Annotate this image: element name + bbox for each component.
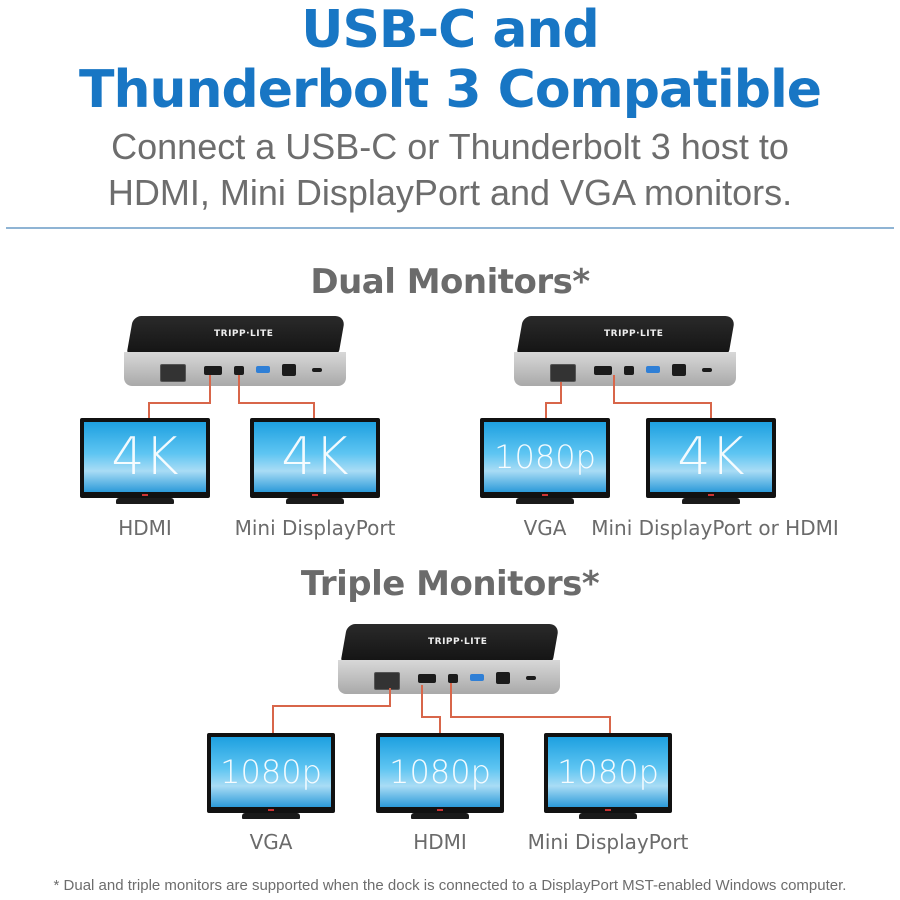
port-label: VGA [249, 830, 293, 854]
footnote: * Dual and triple monitors are supported… [53, 877, 847, 894]
usb-c-port-icon [526, 676, 536, 680]
resolution-text: 1080p [548, 737, 668, 807]
ethernet-port-icon [496, 672, 510, 684]
usb-port-icon [470, 674, 484, 681]
vga-port-icon [160, 364, 186, 382]
monitor-triple-minidp: 1080p [544, 733, 672, 819]
monitor-vga-1080p: 1080p [480, 418, 610, 504]
ethernet-port-icon [282, 364, 296, 376]
resolution-text: 1080p [211, 737, 331, 807]
usb-c-port-icon [702, 368, 712, 372]
vga-port-icon [550, 364, 576, 382]
monitor-hdmi-4k: 4K [80, 418, 210, 504]
mini-displayport-icon [234, 366, 244, 375]
dock-image-dual-left: TRIPP·LITE [122, 316, 348, 388]
mini-displayport-icon [448, 674, 458, 683]
port-label: Mini DisplayPort or HDMI [591, 516, 839, 540]
usb-port-icon [256, 366, 270, 373]
title-line-1: USB-C and [301, 0, 600, 60]
brand-logo: TRIPP·LITE [214, 329, 274, 339]
port-label: Mini DisplayPort [234, 516, 396, 540]
resolution-text: 4K [84, 422, 206, 492]
monitor-triple-vga: 1080p [207, 733, 335, 819]
dock-image-triple: TRIPP·LITE [336, 624, 562, 696]
hdmi-port-icon [594, 366, 612, 375]
hdmi-port-icon [418, 674, 436, 683]
dock-image-dual-right: TRIPP·LITE [512, 316, 738, 388]
monitor-minidp-hdmi-4k: 4K [646, 418, 776, 504]
usb-c-port-icon [312, 368, 322, 372]
resolution-text: 4K [650, 422, 772, 492]
mini-displayport-icon [624, 366, 634, 375]
ethernet-port-icon [672, 364, 686, 376]
brand-logo: TRIPP·LITE [428, 637, 488, 647]
brand-logo: TRIPP·LITE [604, 329, 664, 339]
resolution-text: 1080p [484, 422, 606, 492]
port-label: Mini DisplayPort [527, 830, 689, 854]
resolution-text: 1080p [380, 737, 500, 807]
monitor-triple-hdmi: 1080p [376, 733, 504, 819]
port-label: HDMI [118, 516, 172, 540]
subtitle-line-1: Connect a USB-C or Thunderbolt 3 host to [111, 126, 789, 167]
resolution-text: 4K [254, 422, 376, 492]
port-label: HDMI [413, 830, 467, 854]
monitor-minidp-4k: 4K [250, 418, 380, 504]
port-label: VGA [523, 516, 567, 540]
divider [6, 227, 894, 229]
triple-monitors-heading: Triple Monitors* [300, 564, 600, 604]
subtitle-line-2: HDMI, Mini DisplayPort and VGA monitors. [107, 172, 793, 213]
usb-port-icon [646, 366, 660, 373]
dual-monitors-heading: Dual Monitors* [310, 262, 590, 302]
title-line-2: Thunderbolt 3 Compatible [78, 60, 822, 120]
hdmi-port-icon [204, 366, 222, 375]
vga-port-icon [374, 672, 400, 690]
